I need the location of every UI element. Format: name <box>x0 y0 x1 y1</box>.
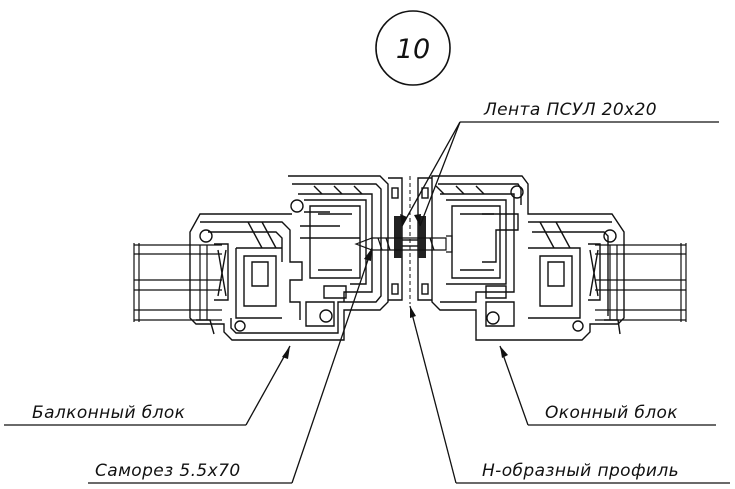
window-block-label: Оконный блок <box>545 403 678 423</box>
detail-number: 10 <box>396 34 430 65</box>
psul-tape <box>394 216 426 258</box>
window-block-profile <box>431 175 625 341</box>
balcony-block-profile <box>189 175 389 341</box>
tape-label: Лента ПСУЛ 20х20 <box>483 100 657 120</box>
screw <box>354 235 453 253</box>
tape-left <box>394 216 402 258</box>
right-glazing <box>595 243 687 322</box>
h-profile-label: Н-образный профиль <box>482 461 679 481</box>
leaders <box>4 121 730 484</box>
arrowheads <box>282 214 508 359</box>
detail-marker: 10 <box>375 10 451 86</box>
tape-right <box>418 216 426 258</box>
left-glazing <box>133 243 222 322</box>
detail-circle <box>375 10 451 86</box>
screw-label: Саморез 5.5х70 <box>95 461 241 481</box>
balcony-block-label: Балконный блок <box>32 403 186 423</box>
